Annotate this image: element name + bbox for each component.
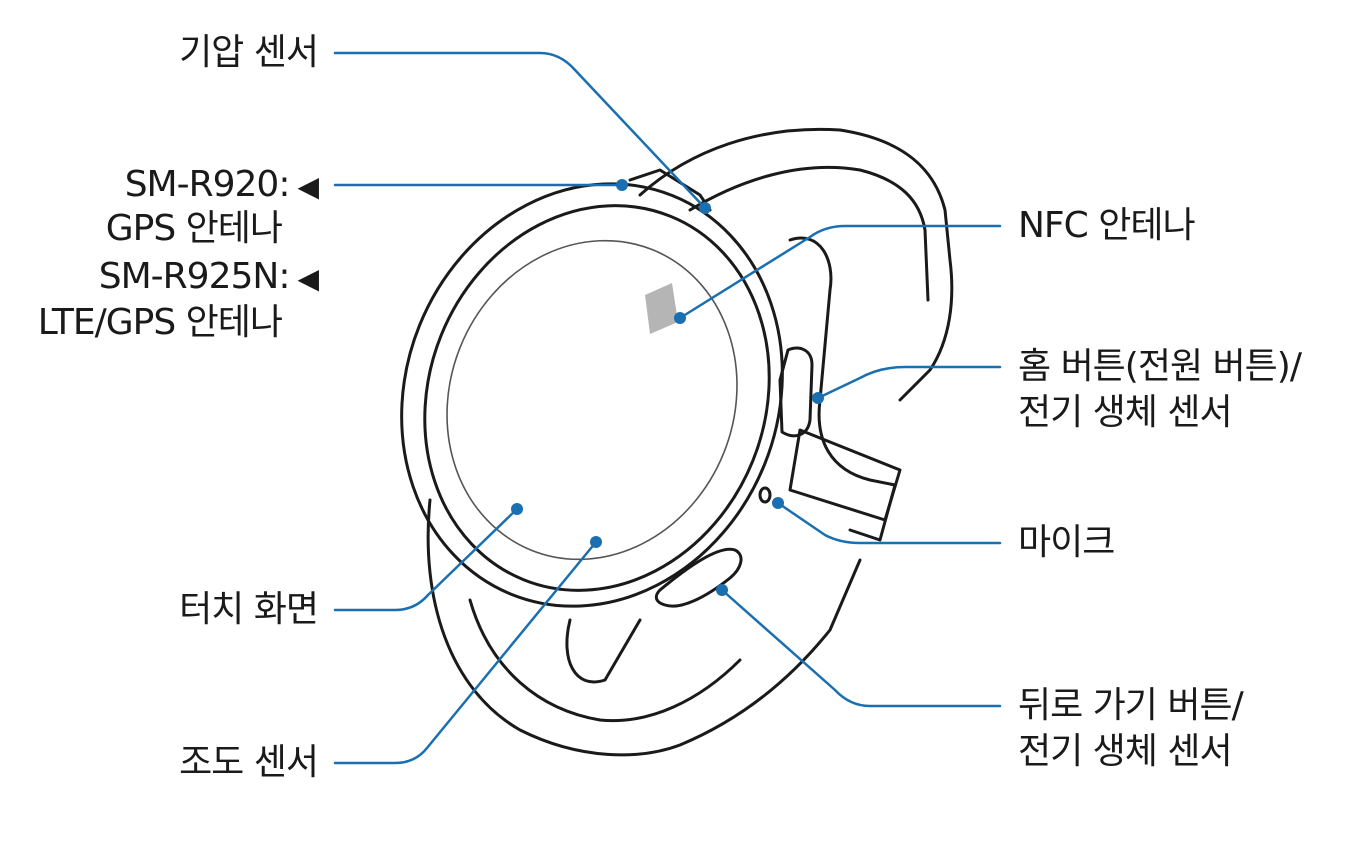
label-home-biosensor: 전기 생체 센서: [1018, 392, 1233, 433]
strap-bottom: [426, 498, 862, 757]
label-microphone: 마이크: [1018, 522, 1115, 563]
label-back-biosensor: 전기 생체 센서: [1018, 731, 1233, 772]
leader-back: [720, 588, 1002, 708]
label-gps-925-model: SM-R925N:: [98, 256, 291, 297]
leader-nfc: [678, 224, 1002, 320]
nfc-patch: [645, 283, 678, 334]
leader-mic: [776, 501, 1002, 545]
dot-touch: [511, 503, 523, 515]
strap-top: [638, 127, 954, 402]
dot-mic: [772, 497, 784, 509]
watch-screen: [446, 239, 738, 561]
pointer-left-icon: ◀: [297, 170, 319, 203]
watch-case: [400, 182, 784, 608]
strap-lug: [565, 618, 642, 684]
watch-bezel: [423, 204, 771, 592]
label-touch-screen: 터치 화면: [179, 589, 319, 630]
strap-top-inner: [688, 165, 930, 302]
label-nfc-antenna: NFC 안테나: [1018, 205, 1196, 246]
label-gps-920: SM-R920:◀: [60, 163, 319, 209]
dot-home: [812, 392, 824, 404]
pointer-left-icon: ◀: [297, 262, 319, 295]
dot-light: [590, 536, 602, 548]
leader-touch: [333, 507, 519, 612]
leader-barometer: [333, 51, 707, 210]
strap-keeper: [788, 428, 902, 522]
label-barometer: 기압 센서: [179, 32, 319, 73]
home-button-shape: [778, 346, 814, 438]
label-gps-925: SM-R925N:◀: [40, 255, 319, 301]
leader-home: [816, 365, 1002, 400]
dot-nfc: [674, 312, 686, 324]
dot-gps: [616, 179, 628, 191]
dot-back: [716, 584, 728, 596]
label-light-sensor: 조도 센서: [179, 742, 319, 783]
leader-light: [333, 540, 598, 765]
label-gps-920-antenna: GPS 안테나: [105, 208, 283, 249]
label-gps-920-model: SM-R920:: [124, 164, 291, 205]
strap-bottom-inner: [468, 598, 742, 723]
mic-hole: [758, 486, 772, 504]
dot-barometer: [699, 202, 711, 214]
strap-loop: [788, 236, 897, 542]
label-home-button: 홈 버튼(전원 버튼)/: [1018, 346, 1302, 387]
back-button-shape: [654, 547, 743, 608]
label-gps-925-antenna: LTE/GPS 안테나: [37, 302, 283, 343]
label-back-button: 뒤로 가기 버튼/: [1018, 685, 1244, 726]
